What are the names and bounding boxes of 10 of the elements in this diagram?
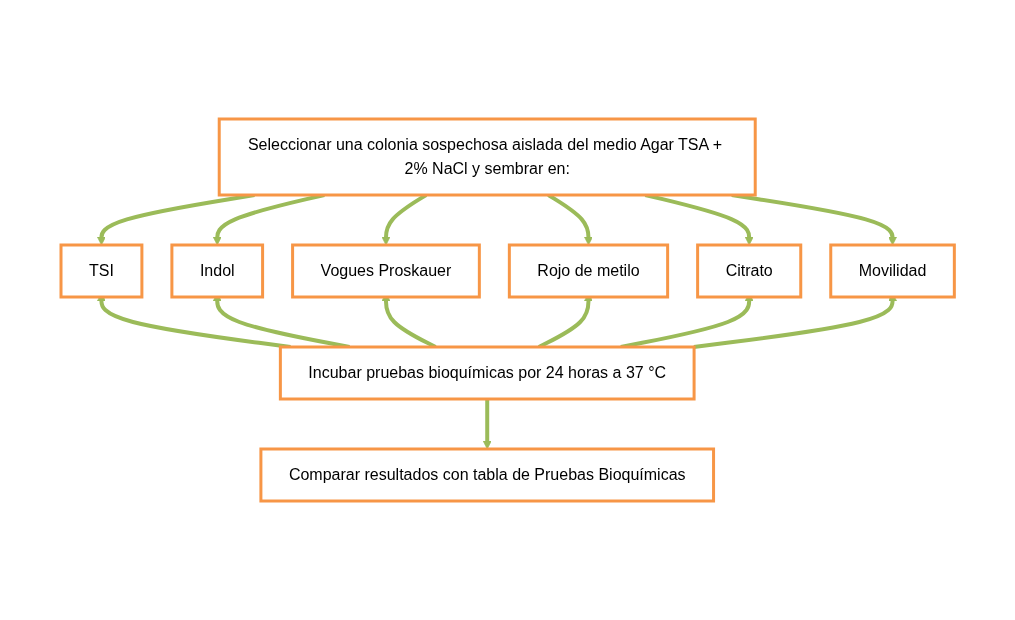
node-box: Comparar resultados con tabla de Pruebas Bioquímicas xyxy=(259,447,715,503)
node-box: Vogues Proskauer xyxy=(290,243,481,299)
node-box: Rojo de metilo xyxy=(507,243,669,299)
node-box: Incubar pruebas bioquímicas por 24 horas a 37 °C xyxy=(278,345,696,401)
node-box: Indol xyxy=(170,243,264,299)
node-box: TSI xyxy=(59,243,144,299)
arrow xyxy=(482,399,492,450)
node-box: Movilidad xyxy=(829,243,956,299)
node-box: Citrato xyxy=(695,243,803,299)
node-box: Seleccionar una colonia sospechosa aislada del medio Agar TSA + 2% NaCl y sembrar en: xyxy=(217,117,757,197)
